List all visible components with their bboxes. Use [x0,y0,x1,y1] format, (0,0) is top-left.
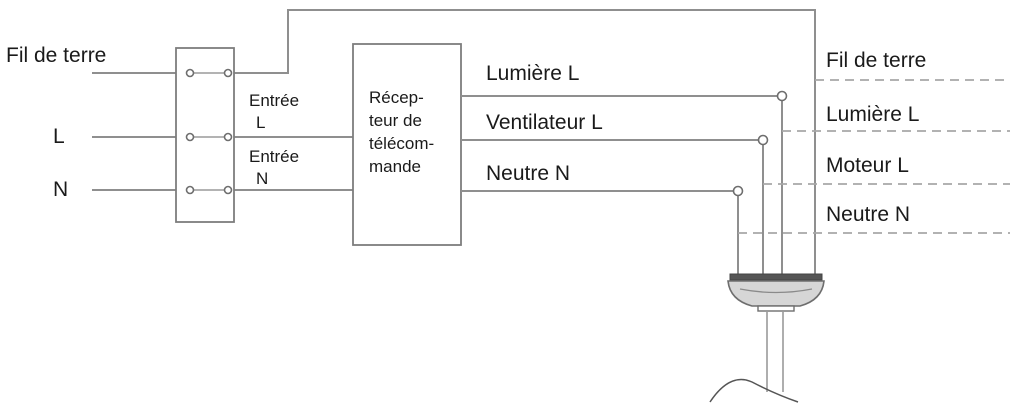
earth-wire [92,9,816,278]
neutral-output-label: Neutre N [486,162,571,185]
entry-n-letter: N [256,169,269,188]
fan-canopy-icon [727,273,825,312]
neutral-input-label: N [53,178,69,201]
fan-output-label: Ventilateur L [486,111,603,134]
fixture-earth-label: Fil de terre [826,49,927,72]
fan-output-wire [461,139,764,278]
fan-junction [757,134,769,146]
earth-input-label: Fil de terre [6,44,107,67]
receiver-label-line2: teur de [369,111,422,130]
entry-l-word: Entrée [249,91,300,110]
entry-l-letter: L [256,113,266,132]
light-junction [776,90,788,102]
fan-downrod-icon [709,311,799,403]
fixture-motor-label: Moteur L [826,154,909,177]
fixture-neutral-label: Neutre N [826,203,911,226]
neutral-junction [732,185,744,197]
light-output-label: Lumière L [486,62,580,85]
entry-n-word: Entrée [249,147,300,166]
terminal-connectors [185,68,233,195]
receiver-label-line3: télécom- [369,134,435,153]
receiver-label-line1: Récep- [369,88,424,107]
fixture-light-label: Lumière L [826,103,920,126]
receiver-box [352,43,462,246]
receiver-label-line4: mande [369,157,421,176]
line-input-label: L [53,125,65,148]
neutral-output-wire [461,190,739,278]
